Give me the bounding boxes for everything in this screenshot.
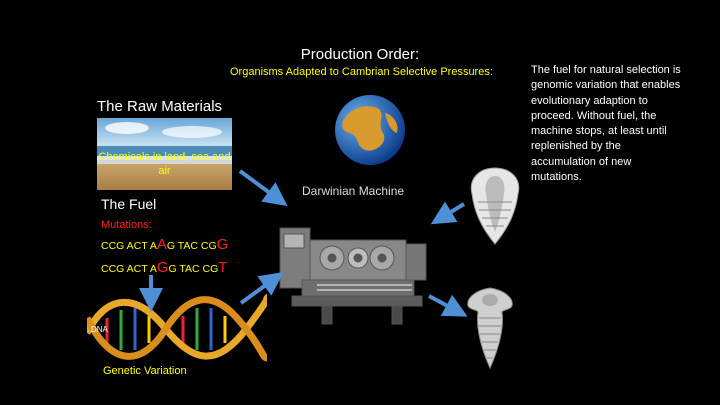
arrow-dna-to-machine xyxy=(241,279,274,303)
arrow-machine-to-trilobite xyxy=(429,296,457,311)
arrow-trilobite-to-machine xyxy=(441,204,464,218)
arrow-raw-to-machine xyxy=(240,171,278,199)
